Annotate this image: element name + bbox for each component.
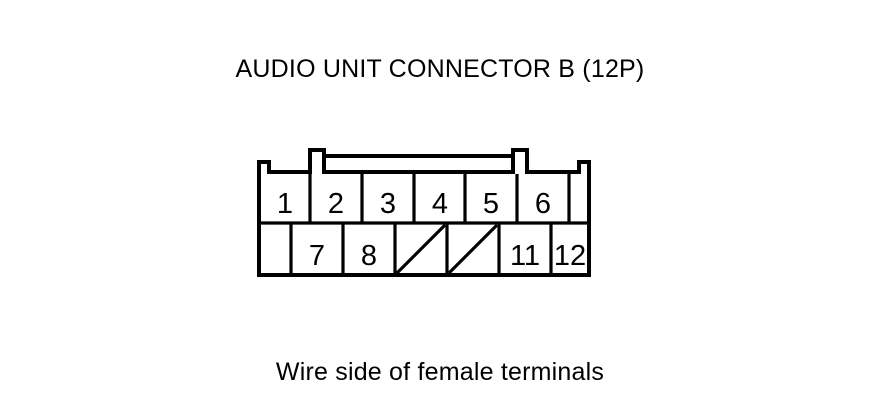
figure-caption: Wire side of female terminals [275, 358, 605, 386]
blank-slash-icon-1 [395, 223, 447, 275]
connector-shell-outline [257, 148, 591, 277]
pin-cell-11: 11 [510, 240, 540, 272]
pin-cell-4: 4 [432, 188, 448, 220]
top-row-pin-labels: 1 2 3 4 5 6 [277, 188, 551, 220]
bottom-row-cell-dividers [289, 223, 553, 275]
page-title: AUDIO UNIT CONNECTOR B (12P) [235, 55, 645, 83]
pin-cell-6: 6 [535, 188, 551, 220]
top-row-cell-dividers [308, 174, 571, 223]
connector-svg: 1 2 3 4 5 6 [257, 148, 591, 277]
pin-cell-8: 8 [361, 240, 377, 272]
pin-cell-1: 1 [277, 188, 293, 220]
bottom-row-pin-labels: 7 8 11 12 [309, 240, 586, 272]
pin-cell-7: 7 [309, 240, 325, 272]
connector-illustration: 1 2 3 4 5 6 [248, 130, 612, 286]
pin-cell-3: 3 [380, 188, 396, 220]
pin-cell-5: 5 [483, 188, 499, 220]
pin-cell-2: 2 [328, 188, 344, 220]
pin-cell-12: 12 [554, 240, 586, 272]
blank-slash-icon-2 [447, 223, 499, 275]
blank-cavity-slashes [395, 223, 499, 275]
